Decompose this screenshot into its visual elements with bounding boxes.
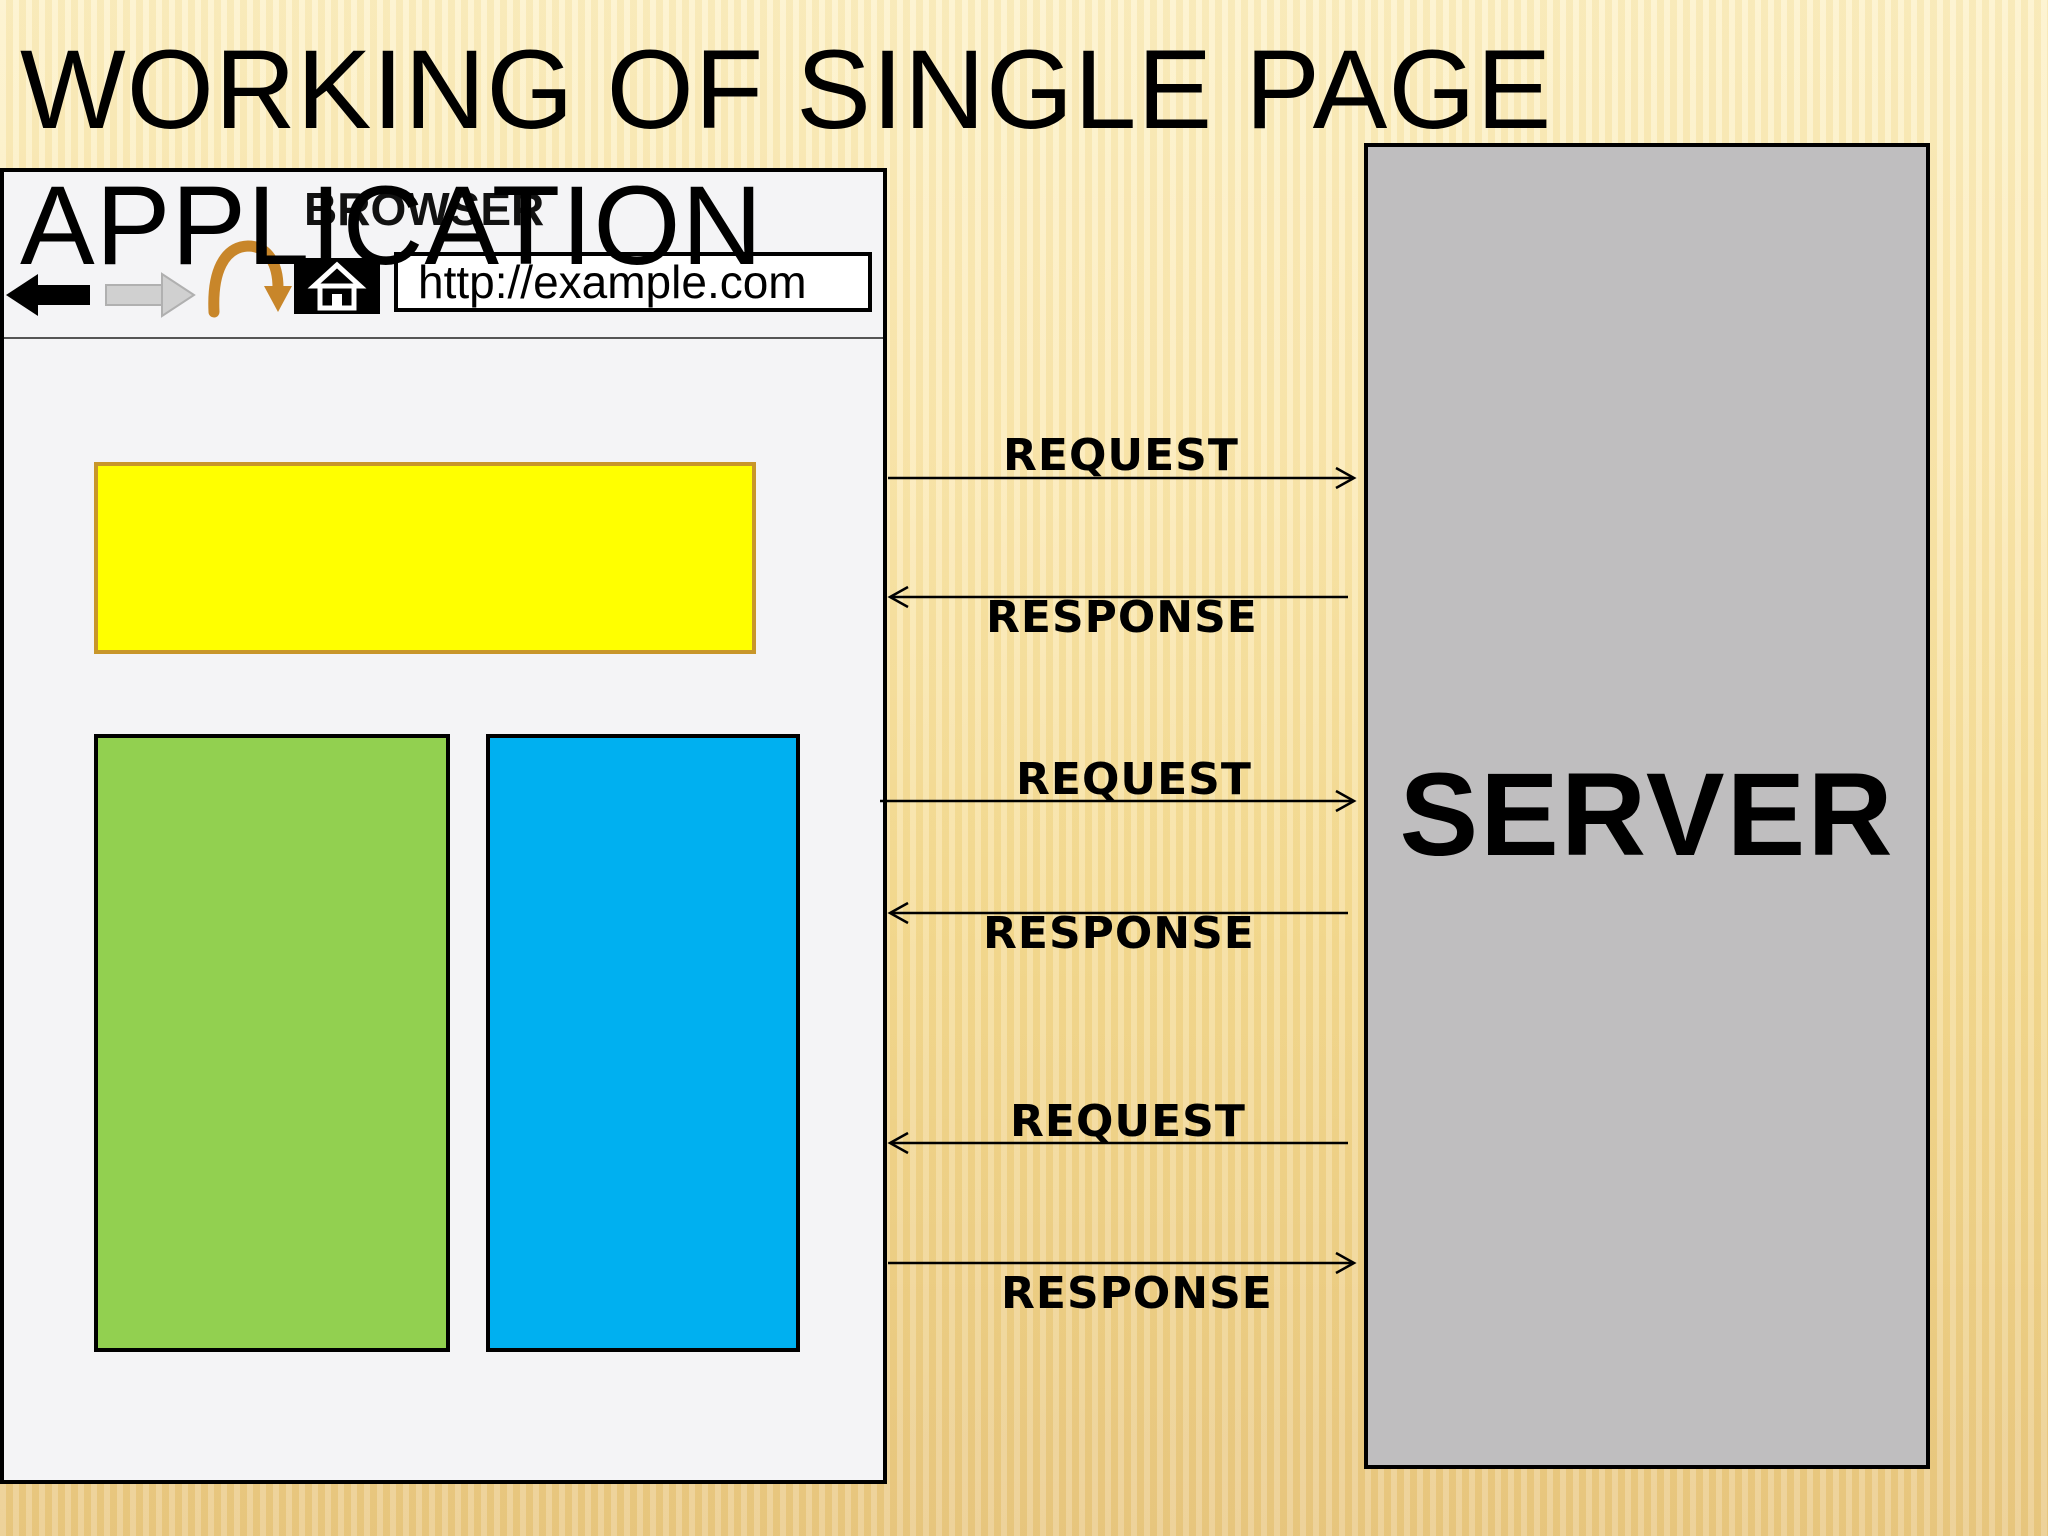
page-title: WORKING OF SINGLE PAGE APPLICATION xyxy=(20,27,1553,288)
browser-window: BROWSER http://example.com xyxy=(0,168,887,1484)
response-label-2: RESPONSE xyxy=(983,908,1255,959)
server-box: SERVER xyxy=(1364,143,1930,1469)
blue-panel xyxy=(486,734,800,1352)
address-url: http://example.com xyxy=(418,256,807,308)
response-label-1: RESPONSE xyxy=(986,592,1258,643)
browser-toolbar: BROWSER http://example.com xyxy=(4,172,883,339)
home-icon[interactable] xyxy=(294,258,380,314)
response-label-3: RESPONSE xyxy=(1001,1268,1273,1319)
green-panel xyxy=(94,734,450,1352)
forward-arrow-icon[interactable] xyxy=(102,270,197,320)
yellow-panel xyxy=(94,462,756,654)
request-label-2: REQUEST xyxy=(1016,754,1252,805)
request-label-1: REQUEST xyxy=(1003,430,1239,481)
browser-label: BROWSER xyxy=(304,183,545,235)
request-label-3: REQUEST xyxy=(1010,1096,1246,1147)
back-arrow-icon[interactable] xyxy=(4,270,94,320)
server-label: SERVER xyxy=(1399,749,1895,881)
reload-icon[interactable] xyxy=(202,232,292,322)
address-bar[interactable]: http://example.com xyxy=(394,252,872,312)
